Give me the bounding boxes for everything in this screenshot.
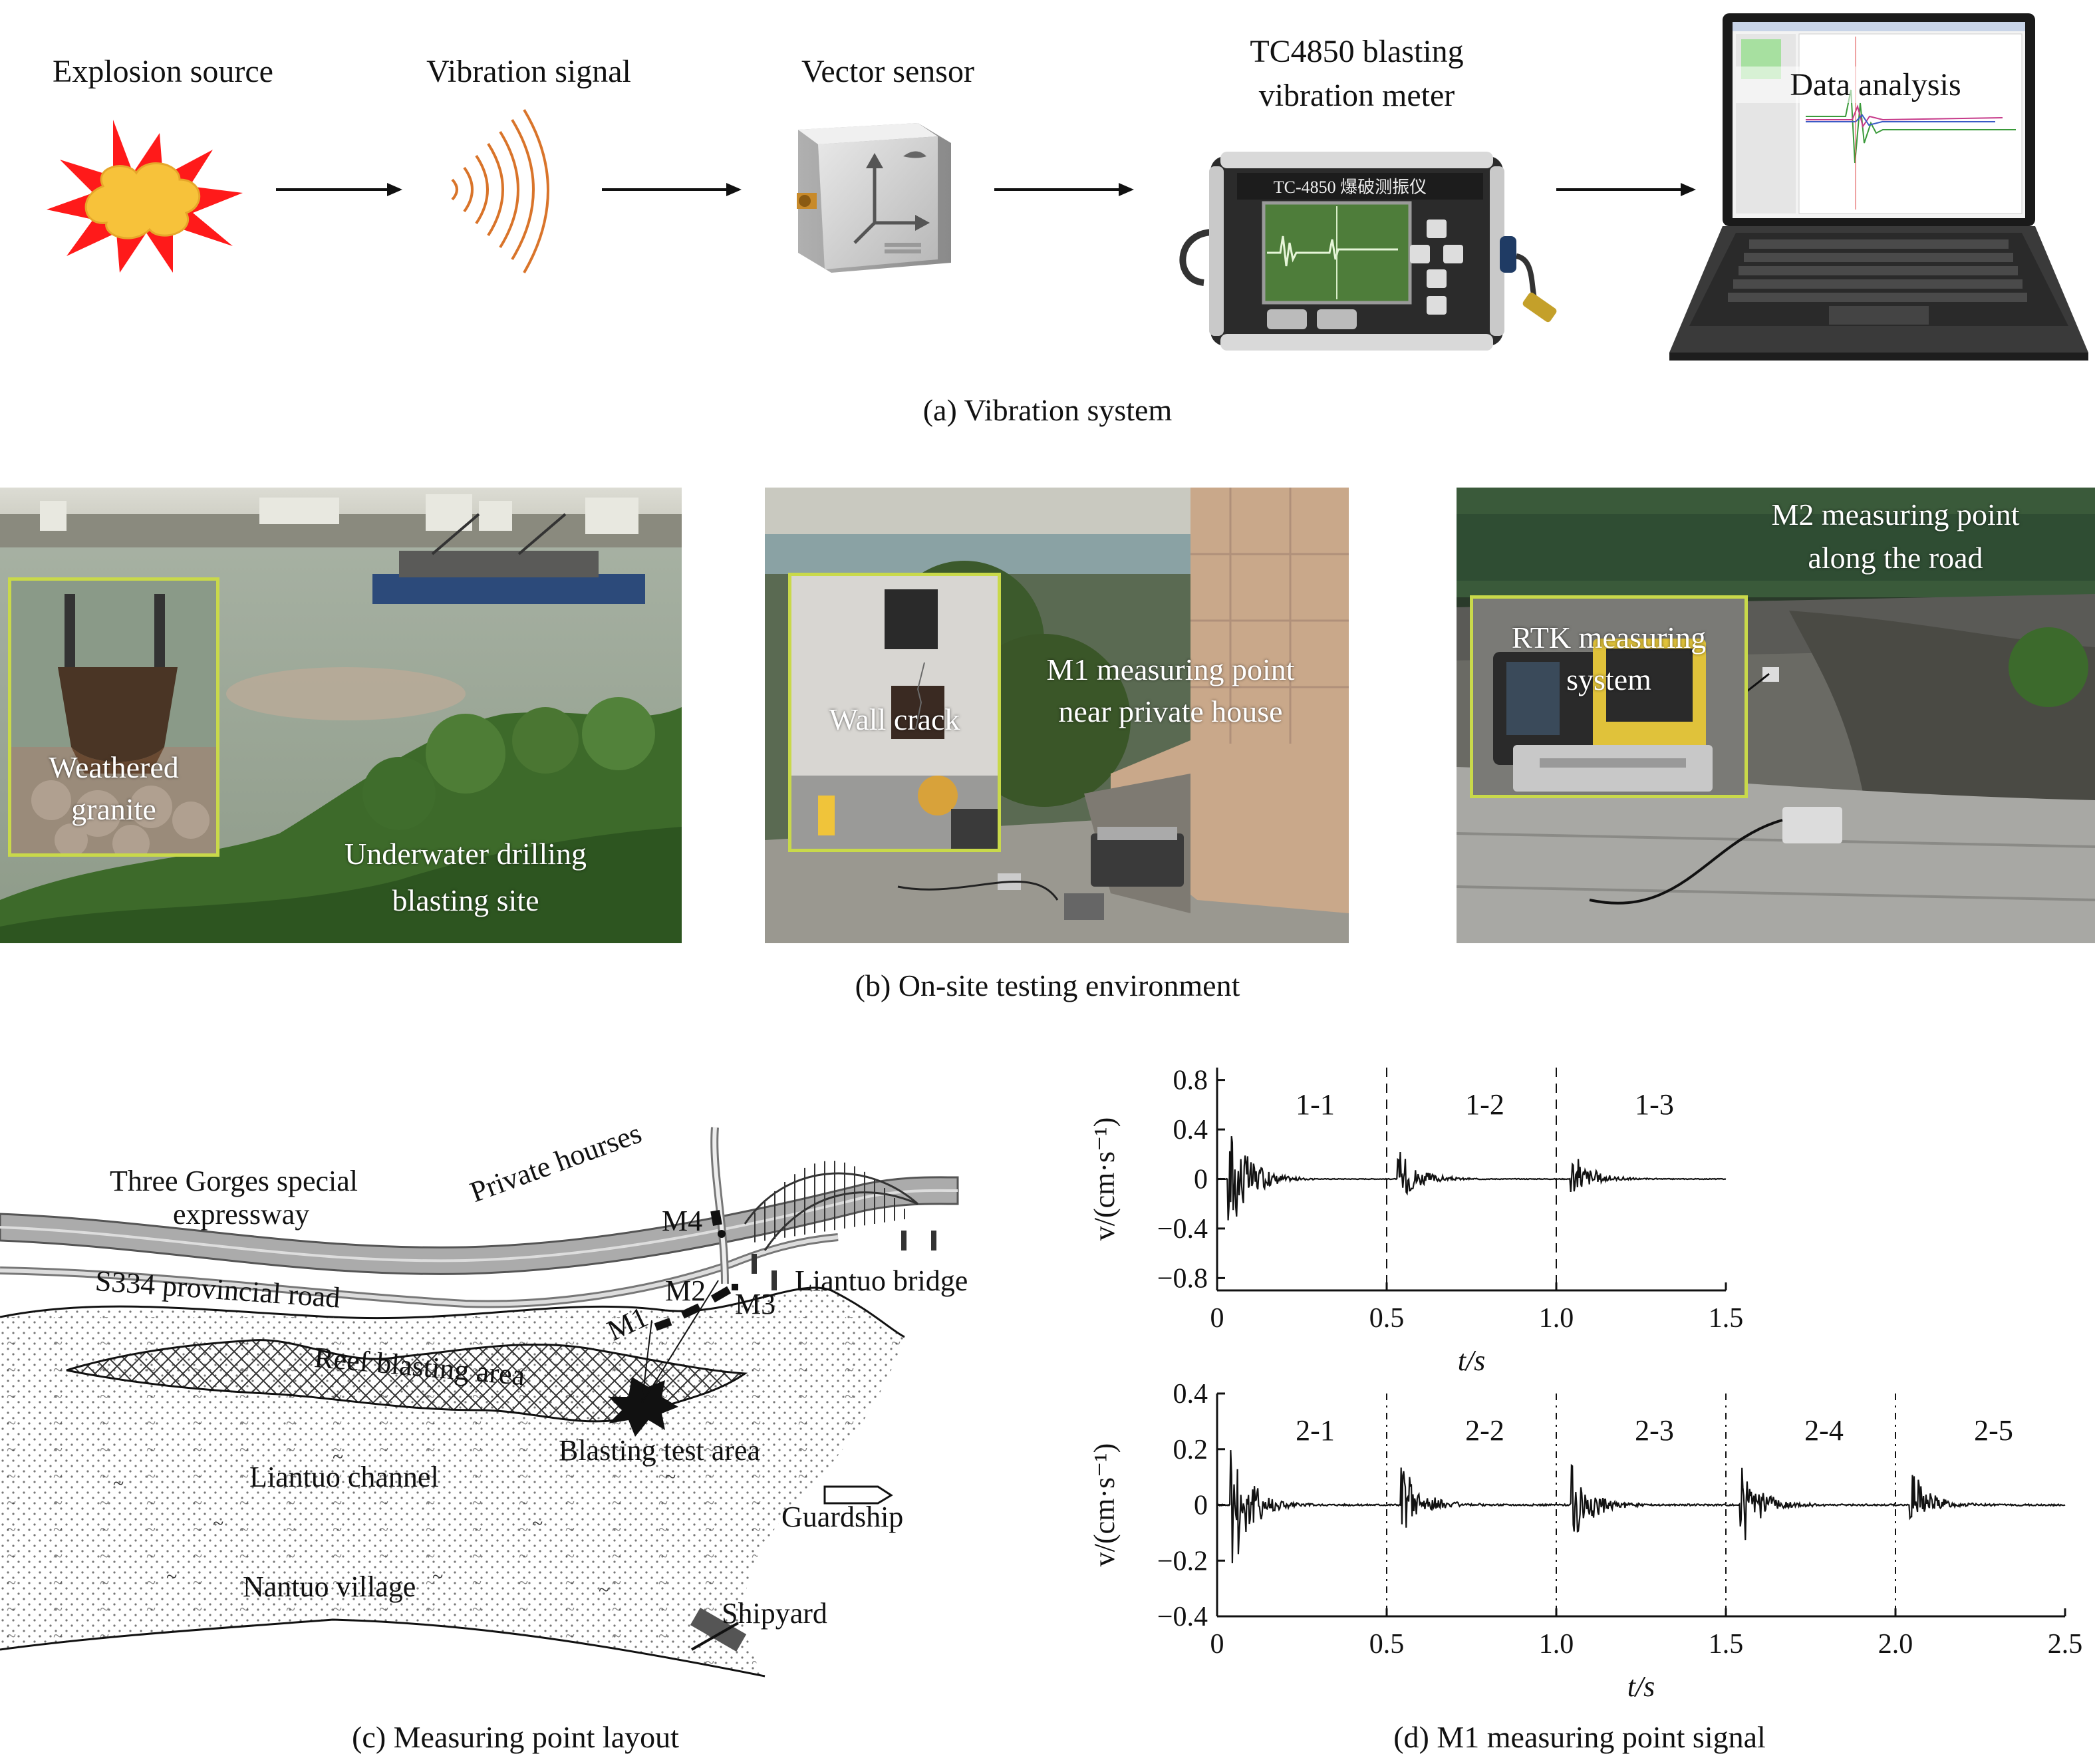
x-tick-label: 2.5 (2048, 1629, 2083, 1660)
flow-arrow-2 (602, 183, 742, 196)
inset-label-line2: system (1566, 662, 1651, 696)
y-tick-label: −0.8 (1157, 1263, 1208, 1294)
map-label-expressway-line1: Three Gorges special (110, 1165, 358, 1197)
map-label-blasting-test-area: Blasting test area (559, 1434, 761, 1467)
photo1-label-line2: blasting site (392, 883, 539, 917)
map-label-nantuo-village: Nantuo village (243, 1570, 416, 1603)
signal-chart-2: 0 0.5 1.0 1.5 2.0 2.5 0.4 0.2 0 −0.2 −0.4 t/s v/(cm·… (1088, 1379, 2083, 1703)
measuring-point-layout-map: ~ (0, 1117, 1024, 1716)
x-axis-label: t/s (1458, 1344, 1486, 1377)
x-tick-label: 0 (1210, 1303, 1224, 1334)
meter-model-text: TC-4850 爆破测振仪 (1274, 178, 1427, 197)
svg-text:~: ~ (532, 1513, 543, 1535)
flow-arrow-1 (276, 183, 402, 196)
segment-label: 1-1 (1296, 1088, 1335, 1121)
map-label-m3: M3 (735, 1288, 776, 1320)
inset-wall-crack: Wall crack (788, 573, 1001, 852)
photo-private-house-point: Wall crack M1 measuring point near priva… (765, 488, 1349, 943)
segment-label: 2-3 (1635, 1414, 1674, 1447)
svg-text:~: ~ (213, 1513, 223, 1535)
y-tick-label: 0.4 (1173, 1379, 1208, 1409)
vibration-wave-icon (451, 108, 549, 273)
segment-label: 1-3 (1635, 1088, 1674, 1121)
signal-trace (1216, 1450, 2066, 1564)
svg-text:~: ~ (665, 1466, 676, 1488)
map-label-guardship: Guardship (781, 1501, 904, 1533)
photo1-label-line1: Underwater drilling (344, 837, 587, 871)
map-label-liantuo-channel: Liantuo channel (249, 1461, 439, 1493)
inset-label-line1: Weathered (49, 750, 179, 784)
svg-text:~: ~ (333, 1446, 343, 1468)
bridge-hangers (754, 1161, 905, 1243)
step-label-vibration-meter-line1: TC4850 blasting (1250, 34, 1464, 69)
x-tick-label: 0.5 (1369, 1303, 1405, 1334)
laptop-icon (1669, 13, 2088, 361)
x-tick-label: 1.0 (1539, 1629, 1574, 1660)
photo3-label-line2: along the road (1808, 541, 1983, 575)
flow-arrow-4 (1556, 183, 1696, 196)
step-label-vector-sensor: Vector sensor (801, 54, 974, 89)
y-tick-label: −0.2 (1157, 1546, 1208, 1576)
svg-text:~: ~ (166, 1566, 177, 1588)
x-axis-label: t/s (1627, 1670, 1655, 1703)
photo2-label-line2: near private house (1058, 694, 1283, 728)
photo-road-point: RTK measuring system M2 measuring point … (1457, 488, 2095, 943)
y-tick-label: 0.4 (1173, 1115, 1208, 1145)
y-axis-label: v/(cm·s⁻¹) (1088, 1117, 1121, 1241)
y-tick-label: 0.8 (1173, 1066, 1208, 1096)
map-label-liantuo-bridge: Liantuo bridge (795, 1264, 968, 1297)
x-tick-label: 1.5 (1709, 1303, 1744, 1334)
segment-label: 2-5 (1974, 1414, 2013, 1447)
segment-label: 1-2 (1465, 1088, 1504, 1121)
segment-label: 2-2 (1465, 1414, 1504, 1447)
step-label-data-analysis: Data analysis (1736, 67, 2015, 104)
explosion-icon (47, 120, 243, 273)
photo3-label-line1: M2 measuring point (1771, 498, 2020, 531)
svg-text:~: ~ (599, 1579, 609, 1601)
segment-label: 2-4 (1804, 1414, 1844, 1447)
vibration-meter-icon: TC-4850 爆破测振仪 (1179, 152, 1557, 351)
step-label-explosion-source: Explosion source (53, 54, 273, 89)
x-tick-label: 0 (1210, 1629, 1224, 1660)
panel-b-caption: (b) On-site testing environment (855, 968, 1240, 1002)
signal-trace (1216, 1135, 1727, 1221)
signal-chart-1: 0 0.5 1.0 1.5 0.8 0.4 0 −0.4 −0.8 t/s v/(cm·s⁻¹) 1-… (1088, 1066, 1744, 1377)
inset-rtk-system: RTK measuring system (1470, 595, 1748, 798)
segment-label: 2-1 (1296, 1414, 1335, 1447)
x-tick-label: 1.0 (1539, 1303, 1574, 1334)
map-label-shipyard: Shipyard (722, 1597, 827, 1630)
panel-c-caption: (c) Measuring point layout (352, 1720, 679, 1754)
y-tick-label: 0 (1194, 1165, 1208, 1195)
photo2-label-line1: M1 measuring point (1046, 653, 1295, 686)
x-tick-label: 2.0 (1878, 1629, 1913, 1660)
svg-text:~: ~ (113, 1473, 124, 1495)
y-tick-label: −0.4 (1157, 1214, 1208, 1245)
inset-label-wall-crack: Wall crack (829, 702, 960, 736)
step-label-vibration-signal: Vibration signal (426, 54, 631, 89)
x-tick-label: 0.5 (1369, 1629, 1405, 1660)
svg-text:~: ~ (432, 1566, 443, 1588)
photo-underwater-blasting-site: Weathered granite Underwater drilling bl… (0, 488, 682, 943)
y-axis-label: v/(cm·s⁻¹) (1088, 1443, 1121, 1566)
x-tick-label: 1.5 (1709, 1629, 1744, 1660)
y-tick-label: 0.2 (1173, 1435, 1208, 1465)
inset-weathered-granite: Weathered granite (8, 577, 219, 857)
vector-sensor-icon (797, 123, 951, 273)
panel-a-caption: (a) Vibration system (922, 393, 1173, 427)
y-tick-label: −0.4 (1157, 1602, 1208, 1632)
map-label-m4: M4 (662, 1205, 703, 1237)
inset-label-line2: granite (71, 792, 156, 826)
inset-label-line1: RTK measuring (1511, 621, 1707, 655)
map-label-expressway-line2: expressway (173, 1198, 310, 1231)
step-label-vibration-meter-line2: vibration meter (1258, 78, 1455, 113)
map-label-m2: M2 (665, 1274, 706, 1307)
flow-arrow-3 (994, 183, 1134, 196)
panel-d-caption: (d) M1 measuring point signal (1393, 1720, 1766, 1754)
y-tick-label: 0 (1194, 1491, 1208, 1521)
